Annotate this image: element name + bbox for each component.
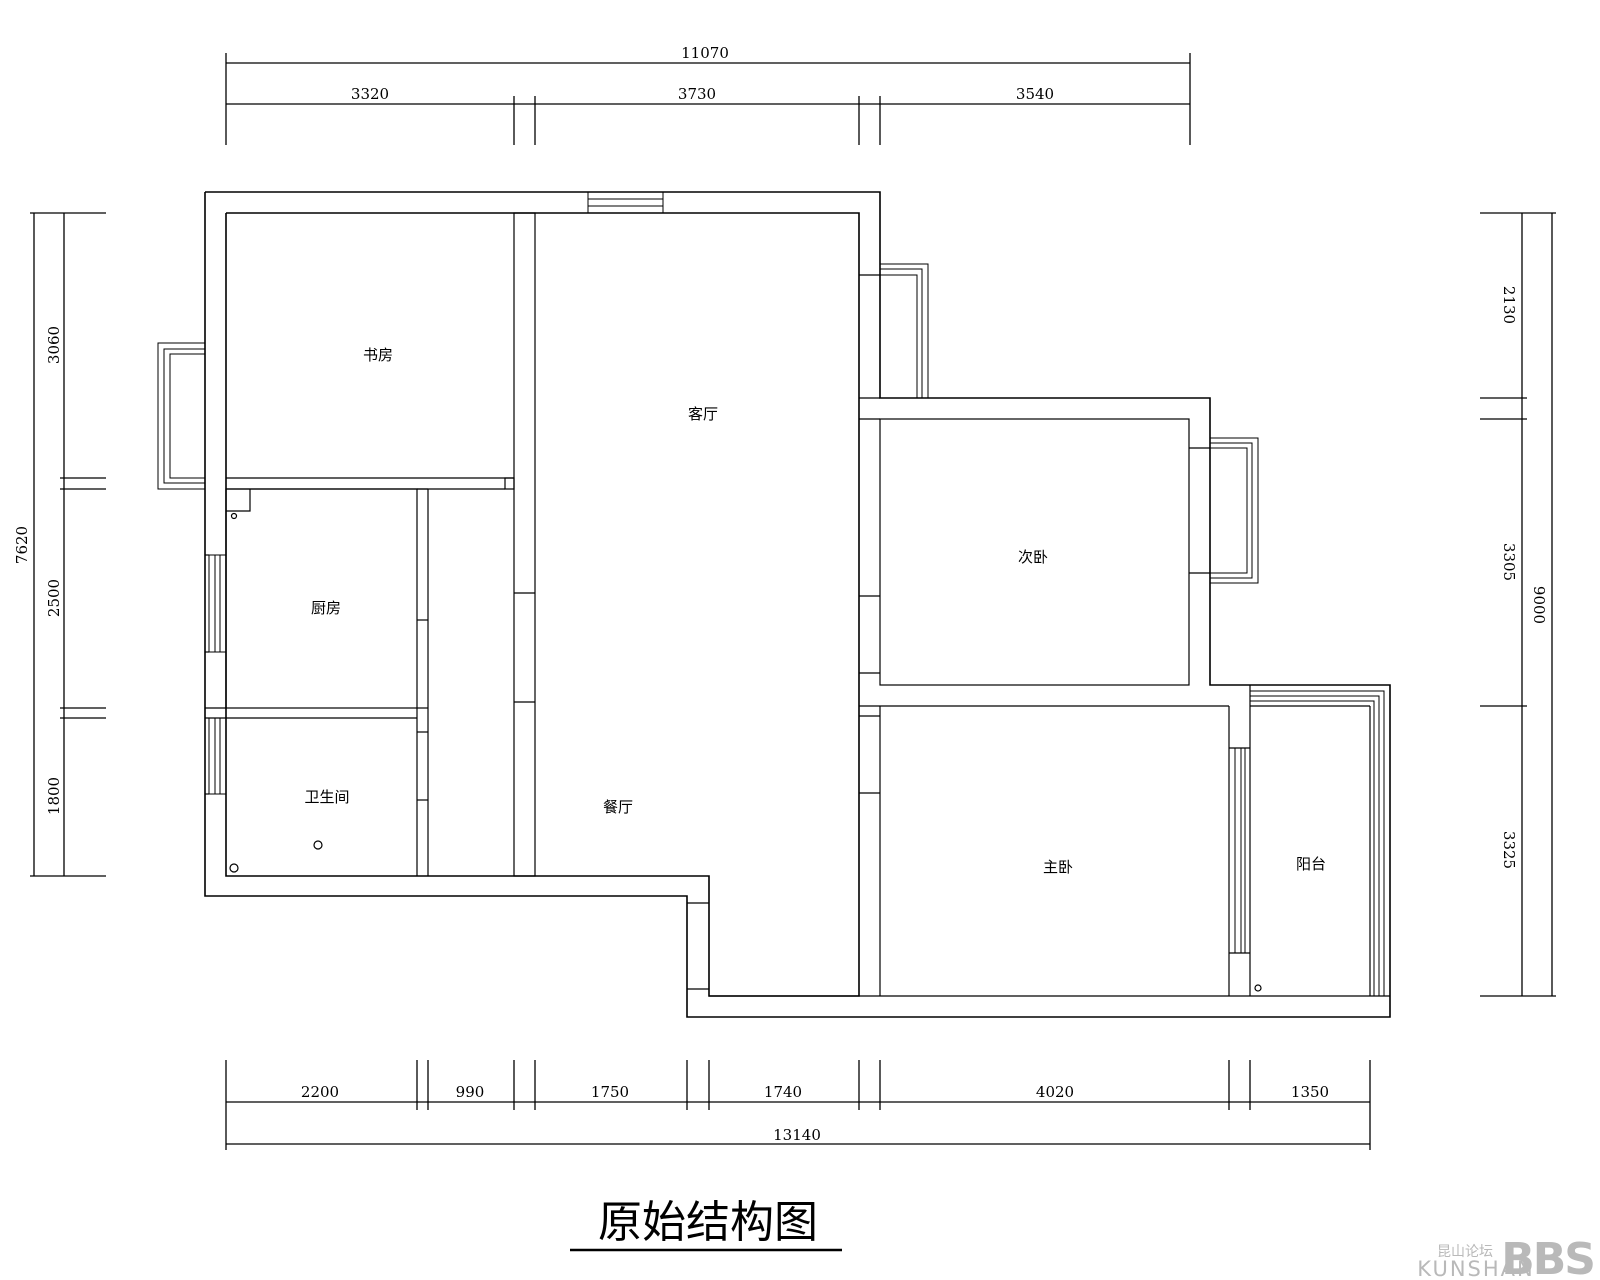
dimension-lines: [30, 53, 1556, 1150]
drawing-title: 原始结构图: [598, 1197, 818, 1248]
room-study: 书房: [363, 346, 393, 364]
dimension-labels: 11070 3320 3730 3540 7620 3060 2500 1800…: [13, 44, 1548, 1144]
watermark-logo: 昆山论坛 KUNSHAN BBS: [1417, 1234, 1596, 1280]
walls: [157, 191, 1391, 1018]
room-balcony: 阳台: [1296, 855, 1326, 873]
dim-bottom-3: 1750: [591, 1083, 629, 1101]
watermark-brand: KUNSHAN: [1417, 1257, 1534, 1280]
dim-bottom-1: 2200: [301, 1083, 339, 1101]
dim-left-1: 3060: [45, 326, 63, 364]
room-kitchen: 厨房: [311, 599, 341, 617]
watermark-bbs: BBS: [1501, 1234, 1594, 1280]
dim-bottom-total: 13140: [773, 1126, 821, 1144]
dim-right-total: 9000: [1530, 586, 1548, 624]
dim-bottom-6: 1350: [1291, 1083, 1329, 1101]
dim-top-3: 3540: [1016, 85, 1054, 103]
dim-bottom-2: 990: [456, 1083, 485, 1101]
dim-right-1: 2130: [1500, 286, 1518, 324]
dim-left-total: 7620: [13, 526, 31, 564]
dim-top-1: 3320: [351, 85, 389, 103]
dim-top-2: 3730: [678, 85, 716, 103]
room-labels: 书房 客厅 厨房 卫生间 餐厅 次卧 主卧 阳台: [304, 346, 1326, 876]
dim-bottom-5: 4020: [1036, 1083, 1074, 1101]
room-living: 客厅: [688, 405, 718, 423]
dim-right-3: 3325: [1500, 831, 1518, 869]
dim-left-2: 2500: [45, 579, 63, 617]
dim-top-total: 11070: [681, 44, 729, 62]
room-dining: 餐厅: [603, 798, 633, 816]
dim-right-2: 3305: [1500, 543, 1518, 581]
dim-bottom-4: 1740: [764, 1083, 802, 1101]
dim-left-3: 1800: [45, 777, 63, 815]
room-master-bedroom: 主卧: [1043, 858, 1073, 876]
watermark-chinese: 昆山论坛: [1437, 1244, 1493, 1260]
room-second-bedroom: 次卧: [1018, 548, 1048, 566]
room-bathroom: 卫生间: [304, 788, 349, 806]
